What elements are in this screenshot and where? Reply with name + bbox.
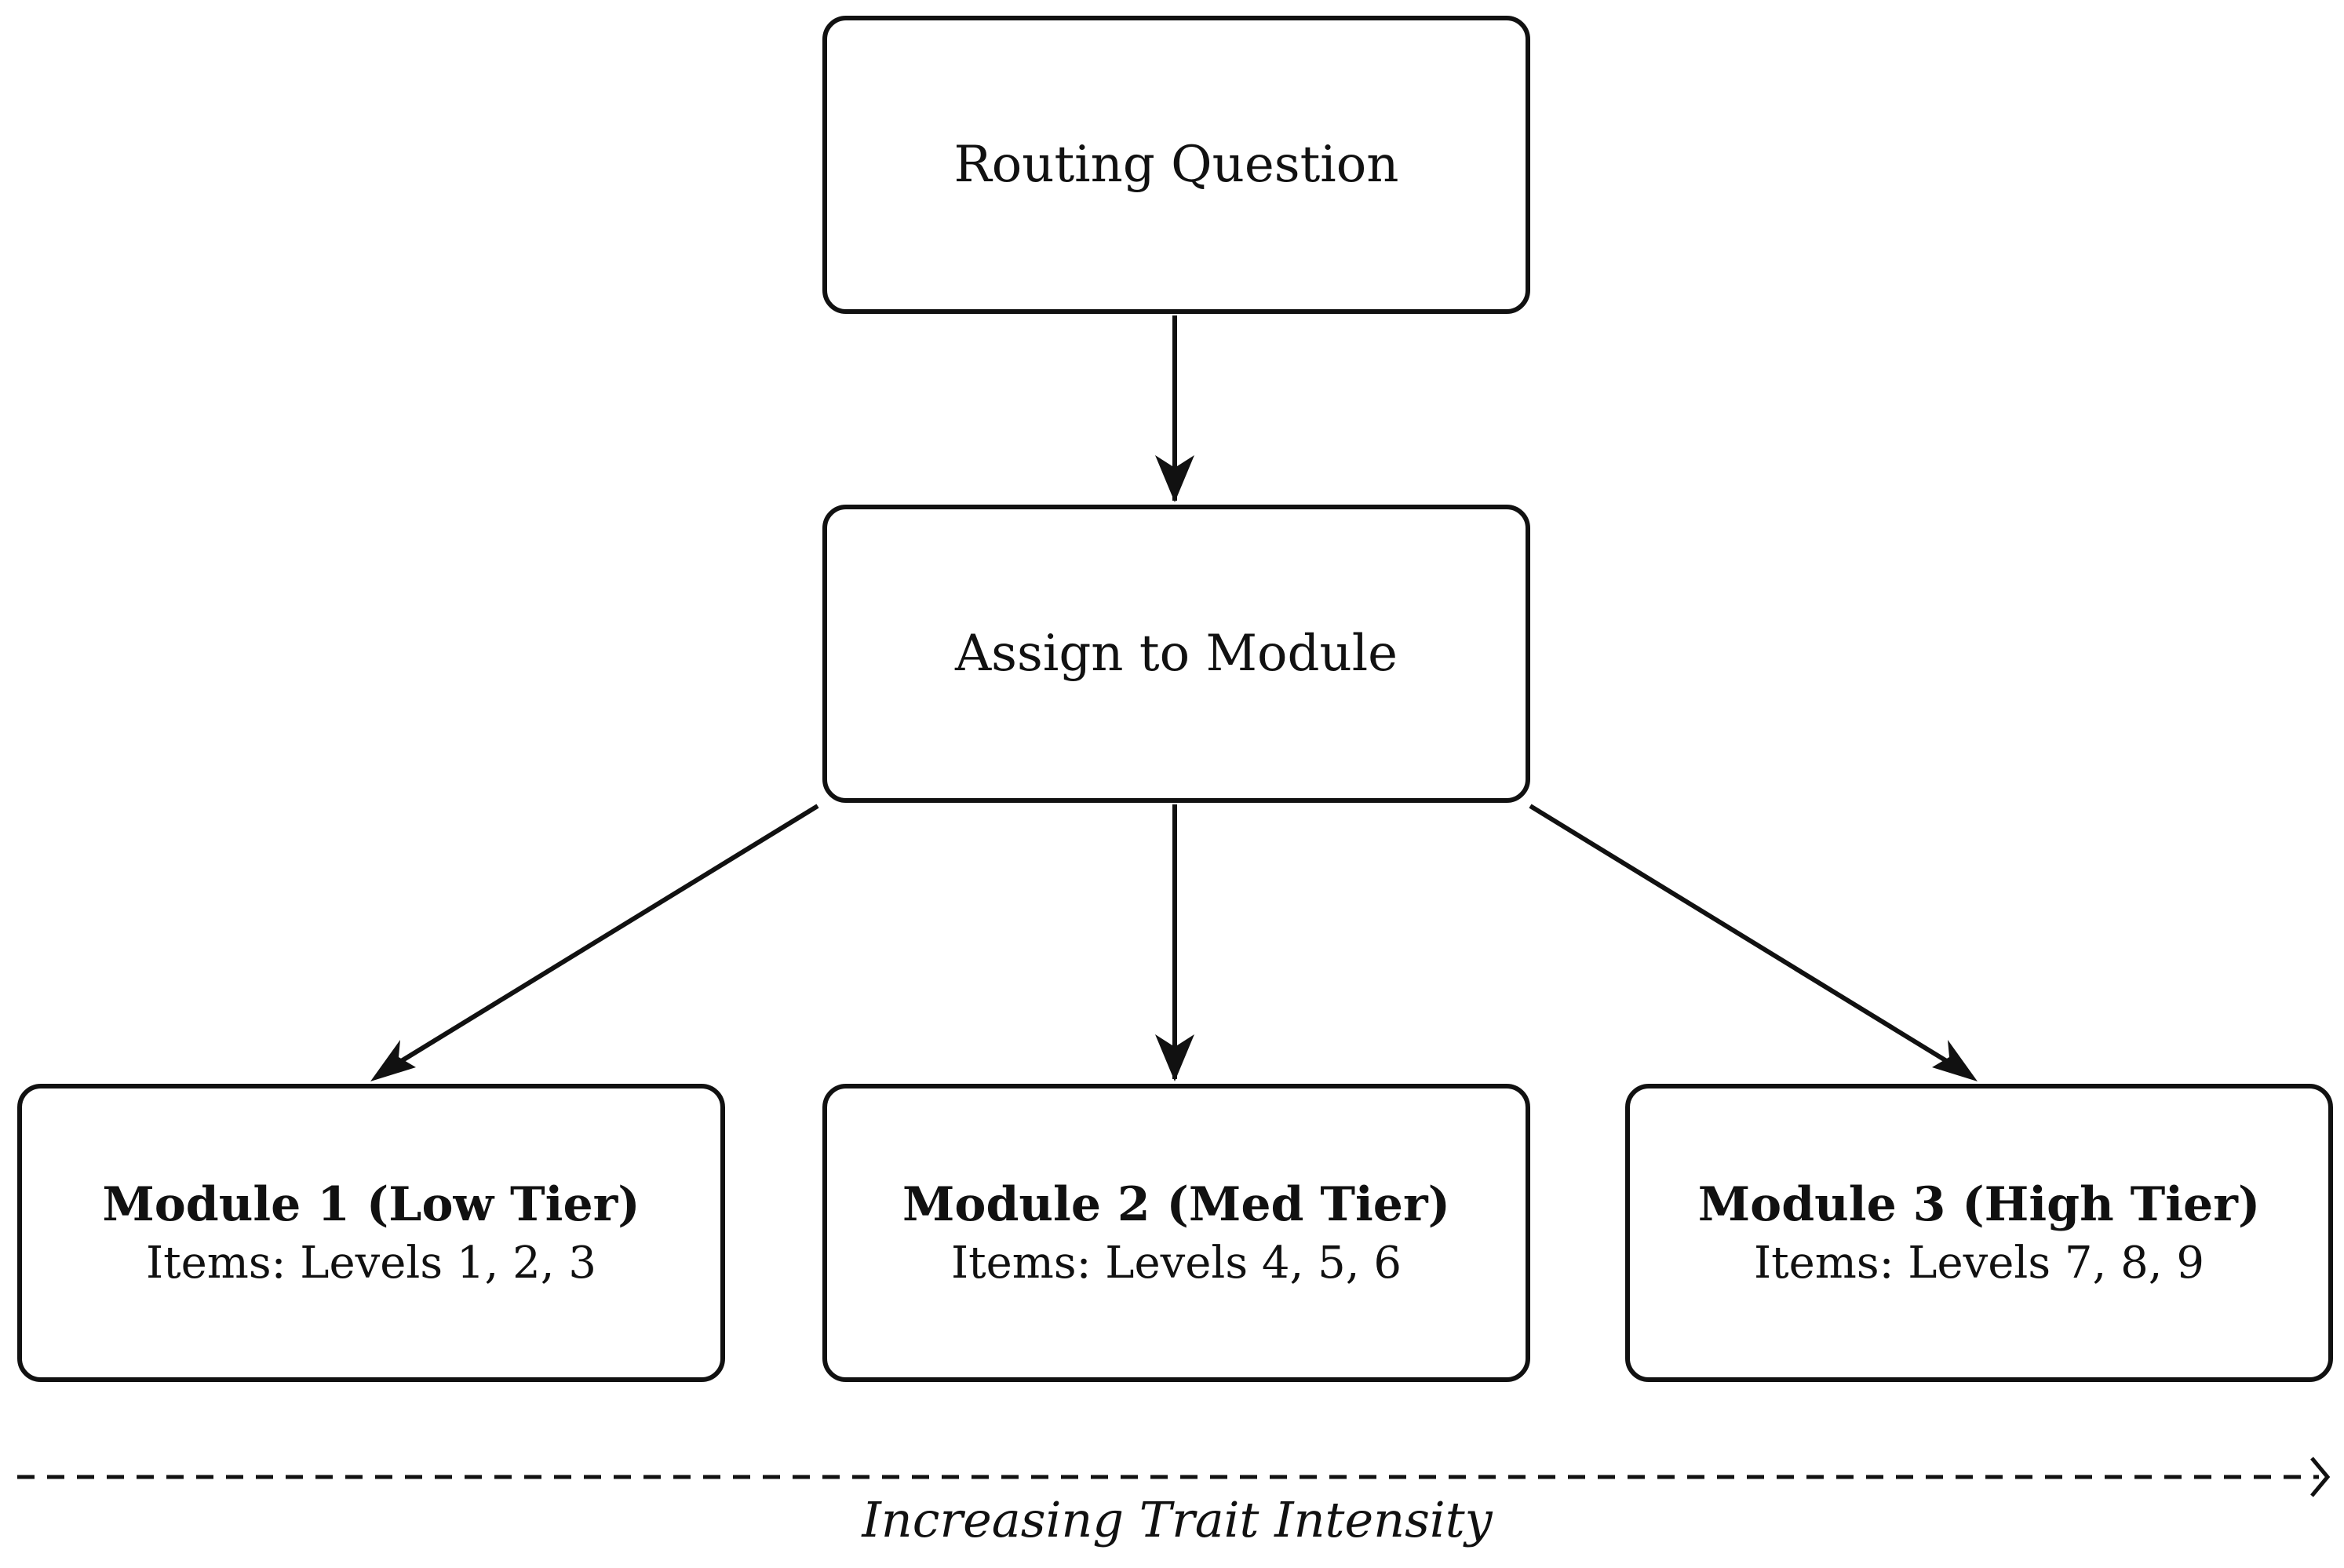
routing-question-node: Routing Question bbox=[822, 16, 1530, 314]
routing-question-label: Routing Question bbox=[953, 135, 1399, 194]
module-2-node: Module 2 (Med Tier) Items: Levels 4, 5, … bbox=[822, 1084, 1530, 1382]
trait-intensity-axis-chevron bbox=[2310, 1457, 2331, 1497]
module-2-items: Items: Levels 4, 5, 6 bbox=[951, 1237, 1402, 1289]
assign-to-module-label: Assign to Module bbox=[954, 624, 1398, 683]
assign-to-module-node: Assign to Module bbox=[822, 505, 1530, 803]
arrow-assign-to-module-1 bbox=[377, 804, 819, 1078]
arrowhead-routing-to-assign bbox=[1155, 455, 1194, 502]
arrow-assign-to-module-3 bbox=[1529, 804, 1971, 1078]
arrowhead-assign-to-module-3 bbox=[1932, 1040, 1978, 1081]
module-3-node: Module 3 (High Tier) Items: Levels 7, 8,… bbox=[1625, 1084, 2333, 1382]
arrowhead-assign-to-module-2 bbox=[1155, 1034, 1194, 1081]
module-3-items: Items: Levels 7, 8, 9 bbox=[1754, 1237, 2204, 1289]
module-1-node: Module 1 (Low Tier) Items: Levels 1, 2, … bbox=[17, 1084, 725, 1382]
module-2-title: Module 2 (Med Tier) bbox=[902, 1176, 1450, 1232]
module-1-title: Module 1 (Low Tier) bbox=[102, 1176, 640, 1232]
trait-intensity-axis-label: Increasing Trait Intensity bbox=[862, 1491, 1493, 1548]
module-1-items: Items: Levels 1, 2, 3 bbox=[146, 1237, 596, 1289]
arrowhead-assign-to-module-1 bbox=[370, 1040, 416, 1081]
module-3-title: Module 3 (High Tier) bbox=[1697, 1176, 2261, 1232]
